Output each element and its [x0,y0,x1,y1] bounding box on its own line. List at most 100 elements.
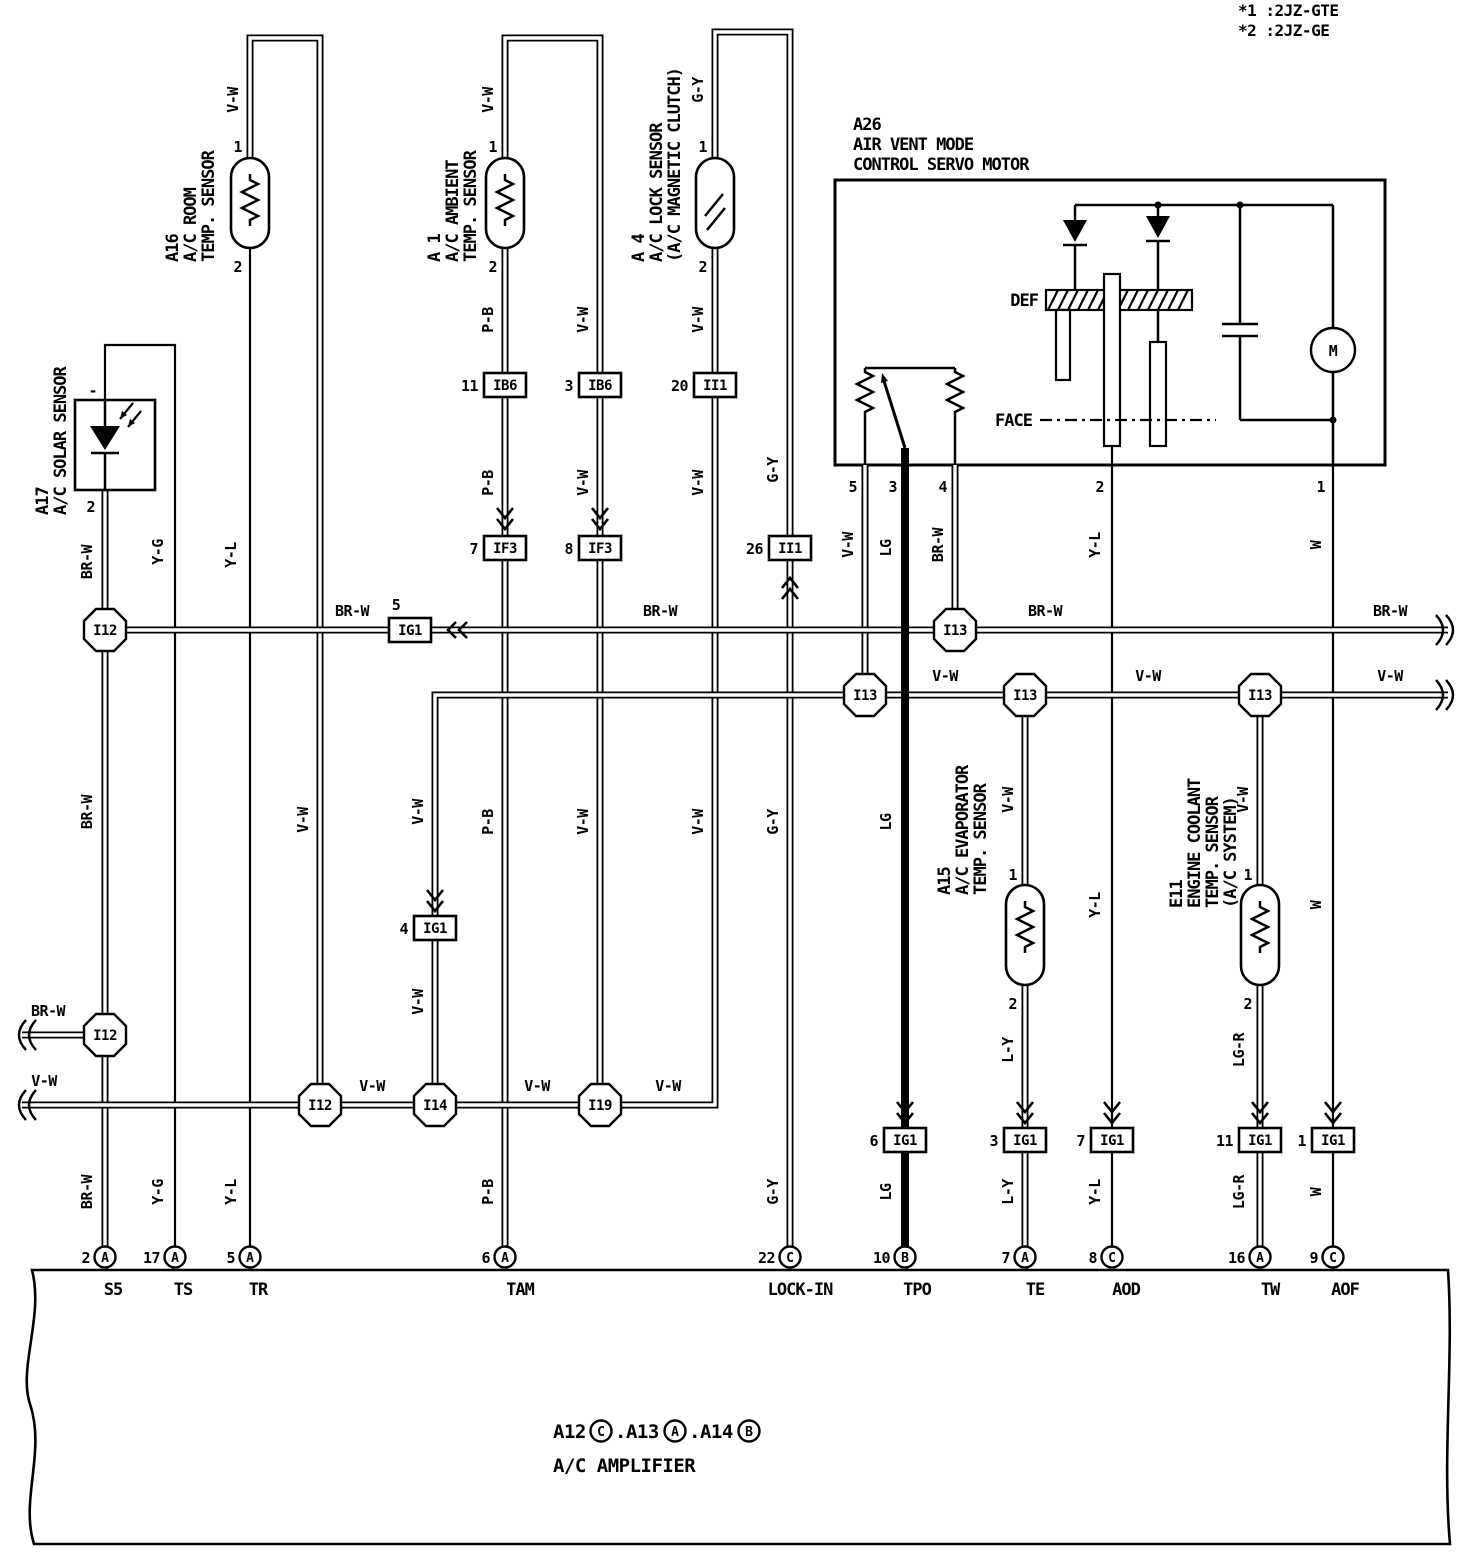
connector-pin: 11 [1216,1132,1234,1150]
terminal-ts [163,1245,187,1269]
terminal-name: AOD [1112,1280,1140,1300]
connector-ig1 [412,914,458,942]
a1-label: A/C AMBIENT [443,160,463,262]
def-label: DEF [1010,291,1038,311]
terminal-name: LOCK-IN [768,1280,833,1300]
pin-number: 2 [1008,995,1017,1013]
a17-solar-sensor [73,398,157,492]
connector-ib6-label: IB6 [493,378,517,394]
a15-label: A15 [935,867,955,895]
wire-label-vw: V-W [31,1072,58,1090]
connector-i12-label: I12 [93,1028,117,1044]
wire-yg [103,343,177,1247]
terminal-letter: A [171,1251,179,1266]
connector-pin: 3 [564,377,573,395]
amp-connector-id: .A14 [689,1421,733,1443]
a26-label: AIR VENT MODE [853,135,974,155]
servo-slider [1148,340,1168,448]
connector-ii1 [692,371,738,399]
wire-label-vw: V-W [294,806,312,833]
connector-pin: 8 [564,540,573,558]
connector-i13 [932,607,978,653]
connector-ig1 [1310,1126,1356,1154]
pin-number: 1 [1243,866,1252,884]
wire-label-vw: V-W [409,798,427,825]
a17-label: A17 [33,487,53,515]
rect-connectors: IB6 11 IB6 3 II1 20 IF3 7 IF3 8 II1 26 I… [387,371,1356,1154]
wire-label-yl: Y-L [1086,1179,1104,1205]
e11-label: ENGINE COOLANT [1185,778,1205,908]
pin-number: 1 [1008,866,1017,884]
a15-label: TEMP. SENSOR [971,782,991,895]
connector-if3 [482,534,528,562]
wire-label-yg: Y-G [149,539,167,565]
connector-pin: 7 [469,540,478,558]
direction-arrows [425,507,1343,1126]
pin-number: 3 [888,478,897,496]
amp-connector-letter: C [597,1425,605,1440]
clutch-icon [704,193,726,231]
connector-ig1-label: IG1 [423,921,447,937]
connector-ig1 [1237,1126,1283,1154]
connector-ig1 [387,616,433,644]
wire-label-gy: G-Y [689,77,707,103]
a17-label: A/C SOLAR SENSOR [51,365,71,515]
face-label: FACE [995,411,1033,431]
sensors [73,156,1281,987]
connector-i12-label: I12 [93,623,117,639]
terminal-name: TR [249,1280,269,1300]
wire-label-w: W [1307,1186,1325,1196]
diode-icon [1063,220,1087,242]
e11-coolant-temp-sensor [1239,883,1281,987]
a26-label: CONTROL SERVO MOTOR [853,155,1030,175]
wire-label-vw: V-W [1135,667,1162,685]
wire-label-brw: BR-W [1373,602,1409,620]
connector-ig1-label: IG1 [398,623,422,639]
terminal-s5 [93,1245,117,1269]
wiper-arrow-icon [881,373,888,383]
wire-label-vw: V-W [839,531,857,558]
connector-ib6 [482,371,528,399]
wire-label-brw: BR-W [643,602,679,620]
resistor-icon [1014,901,1036,953]
wire-label-vw: V-W [932,667,959,685]
wire-label-vw: V-W [224,86,242,113]
terminal-number: 8 [1088,1249,1097,1267]
terminal-tpo [893,1245,917,1269]
resistor-icon [239,174,261,226]
terminal-tw [1248,1245,1272,1269]
wire-label-yl: Y-L [222,542,240,568]
connector-i13-label: I13 [943,623,967,639]
pin-number: 1 [698,138,707,156]
a4-label: A 4 [629,234,649,262]
amp-connector-letter: B [745,1425,753,1440]
octagon-connectors: I12 I13 I13 I13 I13 I12 I12 I14 I19 [82,607,1283,1128]
wire-break-marks [17,614,1455,1121]
servo-slider [1054,308,1072,382]
connector-ig1-label: IG1 [893,1133,917,1149]
connector-ig1 [1002,1126,1048,1154]
connector-ig1 [882,1126,928,1154]
wire-label-gy: G-Y [764,809,782,835]
connector-i13-label: I13 [853,688,877,704]
connector-ig1-label: IG1 [1013,1133,1037,1149]
pin-number: 2 [1095,478,1104,496]
a4-label: A/C LOCK SENSOR [647,122,667,262]
a15-label: A/C EVAPORATOR [953,764,973,895]
ac-amplifier-body [25,1268,1452,1546]
amp-connector-letter: A [671,1425,679,1440]
wire-label-brw: BR-W [78,1173,96,1209]
wire-label-ly: L-Y [999,1179,1017,1205]
wire-label-pb: P-B [479,809,497,835]
connector-i19 [577,1082,623,1128]
wire-label-brw: BR-W [78,793,96,829]
connector-pin: 3 [989,1132,998,1150]
terminal-letter: B [901,1251,909,1266]
wire-label-gy: G-Y [764,457,782,483]
wire-label-vw: V-W [524,1077,551,1095]
terminal-name: AOF [1331,1280,1359,1300]
connector-pin: 4 [399,920,408,938]
connector-i12 [297,1082,343,1128]
wire-label-vw: V-W [655,1077,682,1095]
